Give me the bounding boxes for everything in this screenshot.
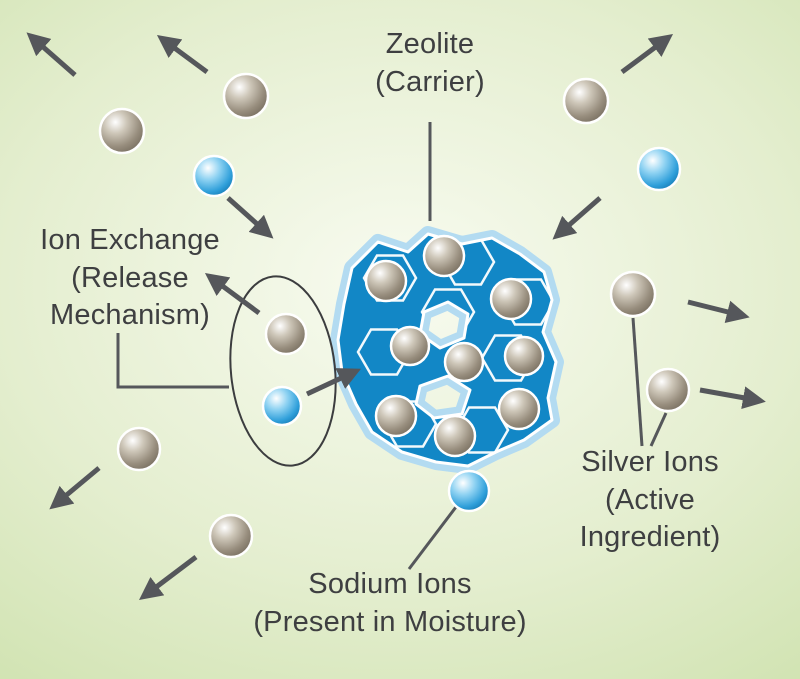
silver-ion [98, 107, 146, 155]
silver-ion [562, 77, 610, 125]
silver-ion [208, 513, 254, 559]
flow-arrow [204, 273, 261, 316]
silver-pointer-line-1 [631, 317, 644, 447]
silver-ion [443, 341, 485, 383]
silver-ion [222, 72, 270, 120]
silver-ion [422, 234, 466, 278]
silver-ion [609, 270, 657, 318]
silver-pointer-line-2 [649, 412, 668, 447]
silver-ion [374, 394, 418, 438]
ion-exchange-ellipse [229, 275, 337, 467]
silver-ion [433, 414, 477, 458]
zeolite-label: Zeolite (Carrier) [375, 28, 485, 98]
silver-ion [497, 387, 541, 431]
silver-ions-label: Silver Ions (Active Ingredient) [579, 446, 721, 554]
flow-arrow [139, 555, 198, 601]
ion-exchange-label: Ion Exchange (Release Mechanism) [40, 224, 220, 332]
flow-arrow [49, 466, 101, 510]
sodium-ion [192, 154, 236, 198]
silver-ion [364, 259, 408, 303]
flow-arrow [687, 299, 750, 324]
silver-ion [503, 335, 545, 377]
ion-exchange-highlight [229, 275, 337, 467]
pointer-lines [116, 122, 668, 570]
silver-ion [645, 367, 691, 413]
sodium-pointer-line [407, 502, 461, 570]
flow-arrow [699, 386, 766, 410]
sodium-ions-label: Sodium Ions (Present in Moisture) [253, 568, 527, 638]
flow-arrow [26, 32, 77, 77]
flow-arrow [226, 196, 274, 239]
sodium-ion [636, 146, 682, 192]
ions [98, 72, 691, 559]
flow-arrows [26, 32, 766, 601]
silver-ion [116, 426, 162, 472]
silver-ion [389, 325, 431, 367]
silver-ion [489, 277, 533, 321]
flow-arrow [620, 34, 674, 75]
flow-arrow [552, 196, 602, 240]
flow-arrow [156, 35, 209, 75]
ion-exchange-pointer-line [116, 333, 229, 389]
flow-arrow [305, 368, 362, 397]
silver-ion [264, 312, 308, 356]
sodium-ion [447, 469, 491, 513]
sodium-ion [261, 385, 303, 427]
